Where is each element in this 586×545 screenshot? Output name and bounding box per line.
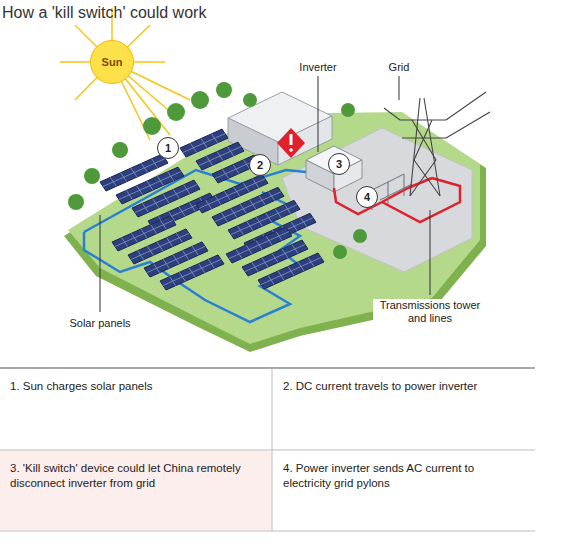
substation [372,174,412,210]
part-label: Grid [387,61,412,74]
sun-label: Sun [102,56,123,68]
callout-number: 2 [257,159,263,171]
table-rules [0,368,535,531]
step-text: 1. Sun charges solar panels [10,379,261,394]
panel-cell-line [199,147,241,166]
table-cell: 1. Sun charges solar panels [0,369,271,449]
leader-lines [100,76,430,312]
transmission-tower [384,92,490,196]
ac-wire-yard [382,178,460,222]
callout-number: 3 [336,158,342,170]
step-text: 3. 'Kill switch' device could let China … [10,461,261,491]
table-cell: 3. 'Kill switch' device could let China … [0,451,271,530]
table-cell: 4. Power inverter sends AC current to el… [273,451,535,530]
title: How a 'kill switch' could work [2,4,206,22]
part-label: Transmissions tower and lines [373,299,487,325]
building [228,92,332,165]
panel-strip [258,253,324,289]
sun-circle: Sun [90,40,134,84]
step-text: 4. Power inverter sends AC current to el… [283,461,525,491]
inverter [306,146,362,192]
part-label: Inverter [297,61,338,74]
highlight-cell [0,451,271,530]
ac-wire [334,178,432,214]
part-label: Solar panels [67,317,132,330]
panel-cell-line [183,134,225,153]
callout-number: 4 [364,191,370,203]
panel-strip [160,255,224,290]
table-cell: 2. DC current travels to power inverter [273,369,535,449]
solar-panels [100,129,324,290]
callout-circle: 3 [328,153,350,175]
callout-number: 1 [165,142,171,154]
warning-diamond [277,128,305,158]
sun-rays [60,8,190,140]
panel-cell-line [163,259,221,285]
callout-circle: 1 [157,137,179,159]
panel-cell-line [261,258,321,285]
callout-circle: 2 [249,154,271,176]
callout-circle: 4 [356,186,378,208]
trees [68,82,367,259]
step-text: 2. DC current travels to power inverter [283,379,525,394]
